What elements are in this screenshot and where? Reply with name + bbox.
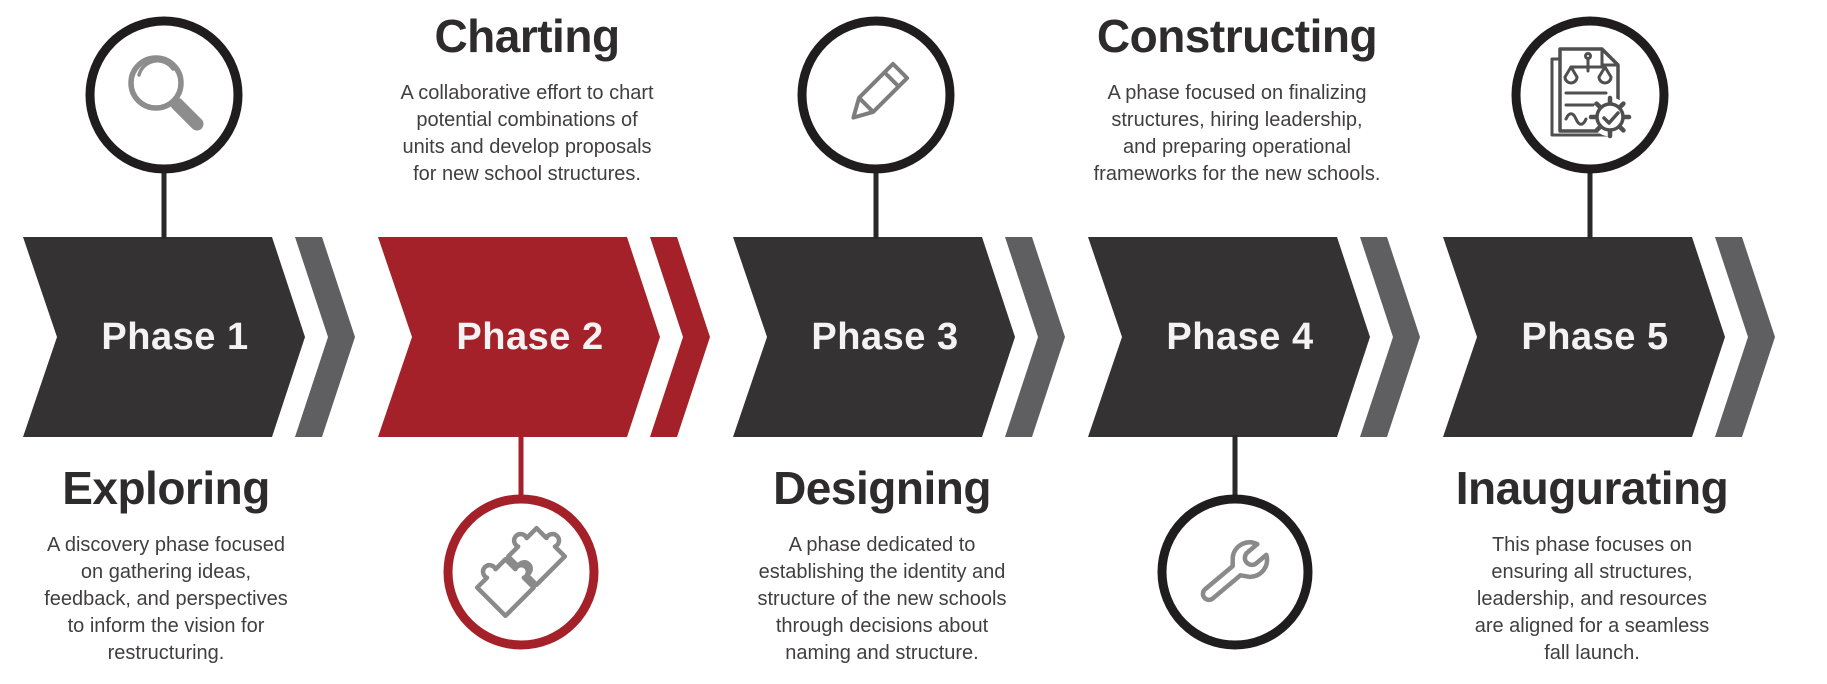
phase-3-text-block: Designing A phase dedicated to establish… — [692, 462, 1072, 667]
phase-4-arrow — [1088, 237, 1370, 437]
phase-4-label: Phase 4 — [1166, 316, 1314, 358]
phase-3-description: A phase dedicated to establishing the id… — [757, 534, 1007, 664]
phase-3-label: Phase 3 — [811, 316, 959, 358]
puzzle-icon — [474, 525, 568, 619]
wrench-icon — [1200, 540, 1270, 603]
phase-4-text-block: Constructing A phase focused on finalizi… — [1047, 10, 1427, 188]
phase-1-arrow — [23, 237, 305, 437]
phase-1-title: Exploring — [62, 462, 270, 514]
phase-5-text-block: Inaugurating This phase focuses on ensur… — [1402, 462, 1782, 667]
phase-1-label: Phase 1 — [101, 316, 249, 358]
phase-1-description: A discovery phase focused on gathering i… — [44, 534, 288, 664]
separator-chevron-5 — [1715, 237, 1775, 437]
phase-5-title: Inaugurating — [1455, 462, 1729, 514]
phase-4-title: Constructing — [1096, 10, 1378, 62]
separator-chevron-2 — [650, 237, 710, 437]
phase-4-description: A phase focused on finalizing structures… — [1093, 82, 1381, 185]
phase-2-text-block: Charting A collaborative effort to chart… — [337, 10, 717, 188]
magnifier-icon — [128, 55, 204, 131]
phase-5-description: This phase focuses on ensuring all struc… — [1474, 534, 1710, 664]
phase-2-title: Charting — [434, 10, 620, 62]
phase-3-arrow — [733, 237, 1015, 437]
phase-2-label: Phase 2 — [456, 316, 604, 358]
phase-5-label: Phase 5 — [1521, 316, 1669, 358]
phase-1-text-block: Exploring A discovery phase focused on g… — [0, 462, 356, 667]
gear-check-icon — [1588, 95, 1632, 139]
phase-2-description: A collaborative effort to chart potentia… — [400, 82, 654, 185]
pencil-icon — [851, 61, 910, 120]
separator-chevron-3 — [1005, 237, 1065, 437]
phase-5-arrow — [1443, 237, 1725, 437]
separator-chevron-4 — [1360, 237, 1420, 437]
phase-3-title: Designing — [773, 462, 991, 514]
phase-2-arrow — [378, 237, 660, 437]
separator-chevron-1 — [295, 237, 355, 437]
document-check-icon — [1550, 47, 1632, 139]
